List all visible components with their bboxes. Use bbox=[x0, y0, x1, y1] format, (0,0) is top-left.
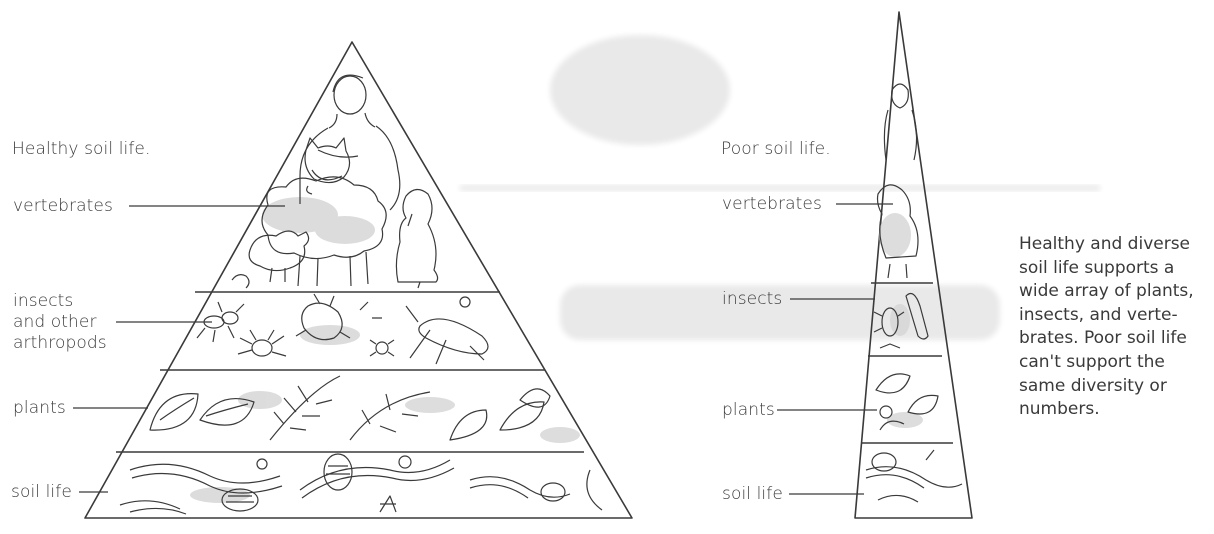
poor-label-plants: plants bbox=[722, 400, 775, 421]
healthy-label-insects-line2: and other bbox=[13, 312, 97, 333]
caption-line: can't support the bbox=[1019, 351, 1211, 375]
poor-soil-life-sketch bbox=[866, 450, 962, 502]
caption-line: Healthy and diverse bbox=[1019, 233, 1211, 257]
spider-drawing bbox=[252, 340, 272, 356]
healthy-soil-life-sketch bbox=[120, 454, 602, 514]
caption-line: brates. Poor soil life bbox=[1019, 327, 1211, 351]
healthy-label-insects-line1: insects bbox=[13, 291, 73, 312]
poor-pyramid bbox=[777, 12, 972, 518]
poor-pyramid-title: Poor soil life. bbox=[721, 139, 831, 160]
cat-drawing bbox=[305, 138, 350, 194]
fern-drawing bbox=[270, 376, 340, 440]
poor-leader-lines bbox=[777, 204, 893, 494]
leaf-drawing bbox=[150, 394, 198, 430]
healthy-label-vertebrates: vertebrates bbox=[13, 196, 113, 217]
healthy-pyramid-title: Healthy soil life. bbox=[12, 139, 151, 160]
poor-label-soil-life: soil life bbox=[722, 484, 783, 505]
healthy-plants-sketch bbox=[150, 376, 550, 440]
poor-worm-drawing bbox=[866, 467, 962, 488]
caption-line: numbers. bbox=[1019, 398, 1211, 422]
healthy-label-insects-line3: arthropods bbox=[13, 333, 107, 354]
dog-drawing bbox=[396, 189, 437, 288]
poor-pyramid-outline bbox=[855, 12, 972, 518]
mite-drawing bbox=[376, 342, 388, 354]
person-head-drawing bbox=[334, 76, 366, 114]
caption-line: soil life supports a bbox=[1019, 257, 1211, 281]
healthy-label-soil-life: soil life bbox=[11, 482, 72, 503]
poor-label-insects: insects bbox=[722, 289, 782, 310]
person-body-drawing bbox=[300, 126, 400, 210]
healthy-pyramid bbox=[73, 42, 632, 518]
poor-label-vertebrates: vertebrates bbox=[722, 194, 822, 215]
healthy-pyramid-outline bbox=[85, 42, 632, 518]
healthy-label-plants: plants bbox=[13, 398, 66, 419]
caption-line: wide array of plants, bbox=[1019, 280, 1211, 304]
figure-caption: Healthy and diverse soil life supports a… bbox=[1019, 233, 1211, 422]
healthy-vertebrates-sketch bbox=[232, 75, 438, 288]
caption-line: same diversity or bbox=[1019, 375, 1211, 399]
cricket-drawing bbox=[406, 306, 488, 364]
caption-line: insects, and verte- bbox=[1019, 304, 1211, 328]
healthy-watercolor-wash bbox=[190, 197, 580, 503]
